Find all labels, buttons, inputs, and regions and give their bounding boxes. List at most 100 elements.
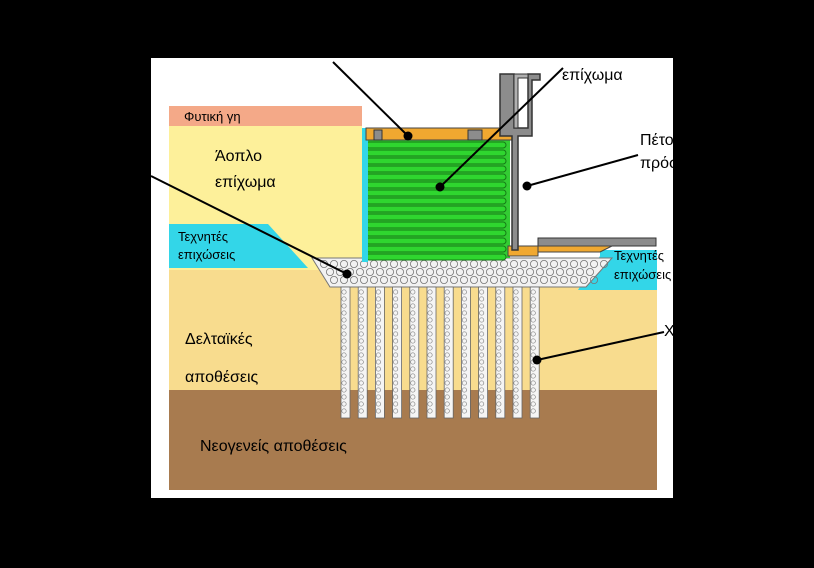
gravel-stone [444,359,450,365]
gravel-stone [393,317,399,323]
gravel-stone [475,267,484,276]
gravel-stone [399,275,408,284]
gravel-stone [513,317,519,323]
gravel-stone [358,401,364,407]
gravel-stone [586,267,595,276]
gravel-stone [550,275,559,284]
gravel-stone [461,408,467,414]
gravel-stone [358,373,364,379]
leader-dot-geotextile [403,131,413,141]
gravel-stone [444,303,450,309]
gravel-stone [530,394,536,400]
base-slab-right [537,237,657,247]
gravel-stone [444,394,450,400]
gravel-column [478,286,489,419]
gravel-stone [444,345,450,351]
gravel-stone [341,380,347,386]
gravel-stone [509,259,518,268]
gravel-stone [329,275,338,284]
gravel-stone [513,359,519,365]
gravel-stone [580,275,589,284]
gravel-stone [341,331,347,337]
gravel-stone [358,324,364,330]
gravel-stone [444,401,450,407]
gravel-stone [496,408,502,414]
gravel-stone [556,267,565,276]
gravel-stone [358,387,364,393]
geogrid-layer [365,253,507,261]
gravel-stone [496,331,502,337]
gravel-stone [410,380,416,386]
gravel-stone [341,296,347,302]
gravel-stone [341,366,347,372]
gravel-stone [580,259,589,268]
gravel-stone [496,345,502,351]
gravel-stone [479,331,485,337]
reinforced-block-left-facing [362,128,368,262]
label-deltaic-line1: Δελταϊκές [185,331,253,348]
gravel-stone [410,331,416,337]
base-wedge-right [537,245,613,253]
gravel-stone [479,387,485,393]
gravel-stone [496,359,502,365]
leader-dot-stone-wall [522,181,532,191]
gravel-stone [530,380,536,386]
geogrid-layer [365,157,507,165]
gravel-stone [375,296,381,302]
gravel-stone [410,352,416,358]
gravel-mattress [311,257,614,288]
gravel-stone [444,331,450,337]
gravel-stone [444,387,450,393]
gravel-stone [375,373,381,379]
gravel-stone [496,373,502,379]
leader-dot-gravel-mattress [342,269,352,279]
gravel-stone [560,259,569,268]
gravel-stone [341,289,347,295]
gravel-stone [566,267,575,276]
gravel-stone [379,275,388,284]
gravel-stone [358,394,364,400]
wall-top-flange [513,73,529,129]
gravel-stone [358,310,364,316]
gravel-stone [479,296,485,302]
gravel-stone [358,366,364,372]
gravel-stone [495,267,504,276]
gravel-stone [485,267,494,276]
gravel-stone [479,275,488,284]
gravel-stone [375,380,381,386]
gravel-stone [461,324,467,330]
gravel-stone [444,324,450,330]
label-artificial-fill-right-line1: Τεχνητές [614,248,664,263]
gravel-stone [536,267,545,276]
gravel-column [512,286,523,419]
label-artificial-fill-left-line1: Τεχνητές [178,229,228,244]
gravel-stone [349,275,358,284]
gravel-stone [393,394,399,400]
gravel-stone [513,289,519,295]
gravel-stone [444,310,450,316]
gravel-stone [375,303,381,309]
gravel-stone [359,275,368,284]
gravel-stone [375,267,384,276]
cap-block-left [373,129,383,141]
label-stone-wall-line2: πρόσ [640,155,679,172]
gravel-stone [496,324,502,330]
gravel-stone [530,373,536,379]
label-deltaic-line2: αποθέσεις [185,369,259,386]
gravel-stone [469,275,478,284]
gravel-column [460,286,471,419]
gravel-column [409,286,420,419]
gravel-stone [410,408,416,414]
gravel-column [529,286,540,419]
gravel-stone [444,338,450,344]
gravel-stone [393,380,399,386]
leader-line-gravel-mattress [150,175,348,275]
gravel-stone [410,373,416,379]
gravel-stone [526,267,535,276]
gravel-stone [530,310,536,316]
gravel-stone [444,366,450,372]
gravel-stone [393,331,399,337]
gravel-stone [410,338,416,344]
gravel-stone [479,352,485,358]
gravel-stone [341,394,347,400]
